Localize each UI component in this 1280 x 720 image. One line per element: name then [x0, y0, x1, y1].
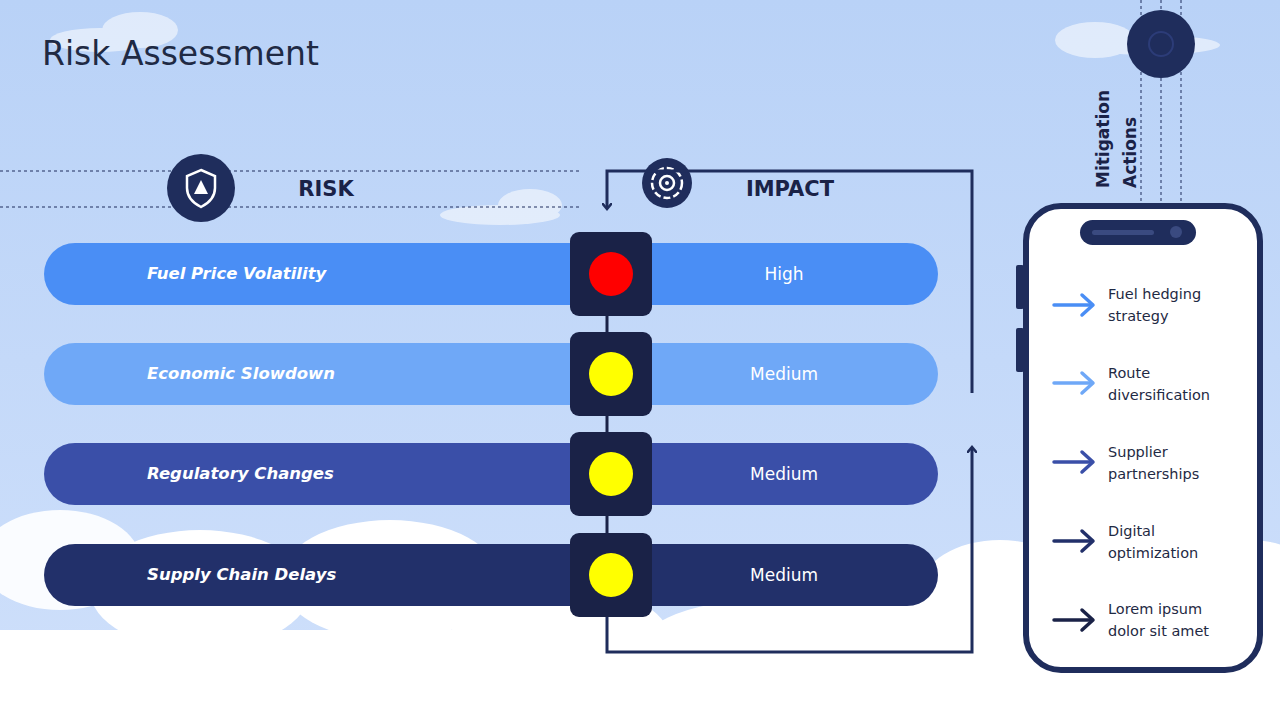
risk-name: Economic Slowdown — [147, 363, 547, 385]
impact-level: High — [684, 263, 884, 285]
column-header: IMPACT — [730, 176, 850, 202]
risk-band: Economic Slowdown Medium — [44, 343, 938, 405]
slide-title: Risk Assessment — [42, 34, 319, 73]
risk-name: Fuel Price Volatility — [147, 263, 547, 285]
header-dashes — [0, 171, 580, 207]
impact-level: Medium — [684, 463, 884, 485]
phone-box: Mitigation ActionsFuel hedging strategyR… — [1023, 203, 1263, 673]
mitigation-item: Digital optimization — [1108, 520, 1238, 564]
traffic-light — [570, 232, 652, 617]
risk-band: Supply Chain Delays Medium — [44, 544, 938, 606]
risk-band: Regulatory Changes Medium — [44, 443, 938, 505]
risk-name: Regulatory Changes — [147, 463, 547, 485]
item-arrows — [1054, 295, 1093, 630]
phone-details — [1016, 220, 1196, 372]
impact-level: Medium — [684, 363, 884, 385]
mitigation-item: Route diversification — [1108, 362, 1238, 406]
impact-level: Medium — [684, 564, 884, 586]
target-icon — [642, 158, 692, 208]
column-header: RISK — [276, 176, 376, 202]
risk-name: Supply Chain Delays — [147, 564, 547, 586]
mitigation-item: Lorem ipsum dolor sit amet — [1108, 598, 1238, 642]
mitigation-item: Fuel hedging strategy — [1108, 283, 1238, 327]
risk-band: Fuel Price Volatility High — [44, 243, 938, 305]
mitigation-item: Supplier partnerships — [1108, 441, 1238, 485]
section-heading: Mitigation Actions — [1090, 68, 1144, 188]
loop-line — [607, 171, 972, 652]
shield-icon — [167, 154, 235, 222]
